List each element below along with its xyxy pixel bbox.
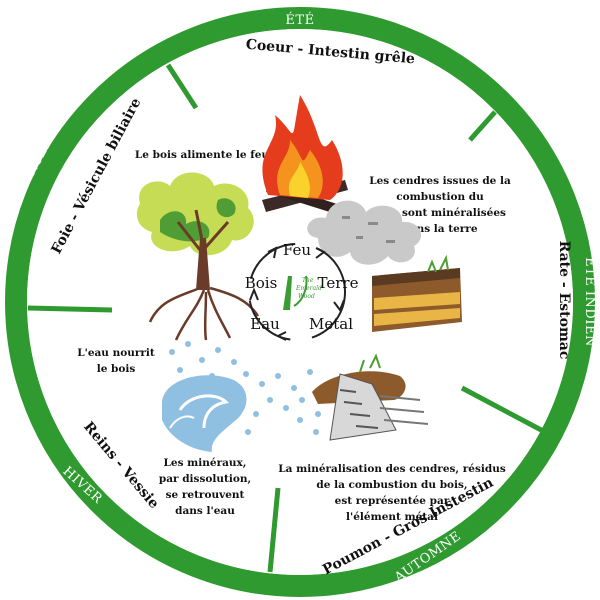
water-drop xyxy=(185,341,191,347)
arrow-head xyxy=(249,287,259,301)
ash-flake xyxy=(368,222,378,225)
rock-strata xyxy=(379,395,429,425)
note-mineraux-line: Les minéraux, xyxy=(164,457,247,469)
water-drop xyxy=(315,411,321,417)
element-eau: Eau xyxy=(250,315,280,333)
note-cendres-line: bois sont minéralisées xyxy=(374,207,506,219)
cycle-arrows xyxy=(248,243,346,341)
logo-text: Wood xyxy=(298,293,315,300)
water-drop xyxy=(275,373,281,379)
element-bois: Bois xyxy=(245,274,278,292)
note-eau-bois-line: le bois xyxy=(97,363,136,375)
water-drop xyxy=(283,405,289,411)
metal-illustration xyxy=(312,353,429,441)
note-eau-bois-line: L'eau nourrit xyxy=(77,347,155,359)
note-cendres-line: Les cendres issues de la xyxy=(369,175,511,187)
note-cendres-line: dans la terre xyxy=(402,223,477,235)
water-drop xyxy=(313,429,319,435)
wave-foam xyxy=(178,394,230,429)
water-drop xyxy=(215,347,221,353)
note-mineralisation-line: l'élément métal xyxy=(346,511,438,523)
ash-illustration xyxy=(307,200,422,265)
element-cycle: The Emerald Wood Feu Terre Metal Eau Boi… xyxy=(245,241,359,341)
note-mineraux: Les minéraux, par dissolution, se retrou… xyxy=(159,457,251,517)
logo-leaf-icon xyxy=(293,275,308,307)
water-drop xyxy=(291,385,297,391)
element-feu: Feu xyxy=(283,241,311,259)
water-drop xyxy=(267,397,273,403)
note-eau-bois: L'eau nourrit le bois xyxy=(77,347,155,375)
divider-ete-eteindien xyxy=(468,110,497,142)
logo-text: Emerald xyxy=(295,285,322,292)
water-drop xyxy=(169,349,175,355)
note-mineralisation: La minéralisation des cendres, résidus d… xyxy=(278,463,506,523)
earth-illustration xyxy=(372,254,462,332)
ash-cloud xyxy=(307,200,422,265)
tree-branches xyxy=(176,209,230,251)
water-drop xyxy=(259,381,265,387)
earth-sand-layer xyxy=(374,308,460,326)
earth-sand-layer xyxy=(374,292,460,310)
tree-trunk xyxy=(196,238,210,290)
water-drop xyxy=(177,367,183,373)
water-drop xyxy=(307,369,313,375)
water-drop xyxy=(245,429,251,435)
arrow-head xyxy=(333,299,345,313)
wave xyxy=(162,375,247,452)
divider-automne-hiver xyxy=(267,487,281,573)
wave-foam xyxy=(169,415,195,429)
arrow-head xyxy=(315,247,326,259)
arrow-head xyxy=(275,331,287,341)
divider-eteindien-automne xyxy=(460,385,562,443)
note-cendres: Les cendres issues de la combustion du b… xyxy=(369,175,511,235)
water-drop xyxy=(243,371,249,377)
logo-text: The xyxy=(302,277,314,284)
tree-canopy-shade xyxy=(160,211,210,242)
flame-inner xyxy=(288,162,310,198)
ash-flake xyxy=(342,216,350,219)
divider-printemps-ete xyxy=(165,63,199,110)
fire-illustration xyxy=(262,95,348,214)
tree-illustration xyxy=(136,172,260,341)
water-drop xyxy=(299,397,305,403)
note-bois-feu: Le bois alimente le feu xyxy=(135,149,270,161)
tree-canopy-shade xyxy=(216,198,236,218)
earth-topsoil xyxy=(372,268,460,286)
tree-roots xyxy=(148,286,260,341)
wave-illustration xyxy=(162,375,247,452)
note-mineralisation-line: est représentée par xyxy=(335,495,450,507)
water-drop xyxy=(297,417,303,423)
water-drop xyxy=(231,359,237,365)
note-cendres-line: combustion du xyxy=(396,191,484,203)
ash-flake xyxy=(356,236,363,239)
arrow-head xyxy=(267,246,278,259)
season-label-ete: ÉTÉ xyxy=(285,12,314,28)
note-mineraux-line: se retrouvent xyxy=(166,489,245,501)
divider-hiver-printemps xyxy=(27,305,113,313)
note-mineraux-line: dans l'eau xyxy=(175,505,235,517)
logo-tree-icon xyxy=(283,276,292,310)
element-terre: Terre xyxy=(318,274,359,292)
organ-label-ete-indien: Rate - Estomac xyxy=(556,241,572,360)
grass-sprout xyxy=(427,254,449,273)
water-drop xyxy=(199,357,205,363)
element-metal: Metal xyxy=(309,315,353,333)
ash-flake xyxy=(386,240,395,243)
note-mineraux-line: par dissolution, xyxy=(159,473,251,485)
season-ring xyxy=(5,7,595,597)
note-mineralisation-line: La minéralisation des cendres, résidus xyxy=(278,463,506,475)
note-mineralisation-line: de la combustion du bois, xyxy=(316,479,467,491)
water-drop xyxy=(253,411,259,417)
rock-strata xyxy=(339,389,379,429)
season-label-ete-indien: ÉTÉ INDIEN xyxy=(582,257,598,347)
grass-sprout xyxy=(359,353,381,373)
